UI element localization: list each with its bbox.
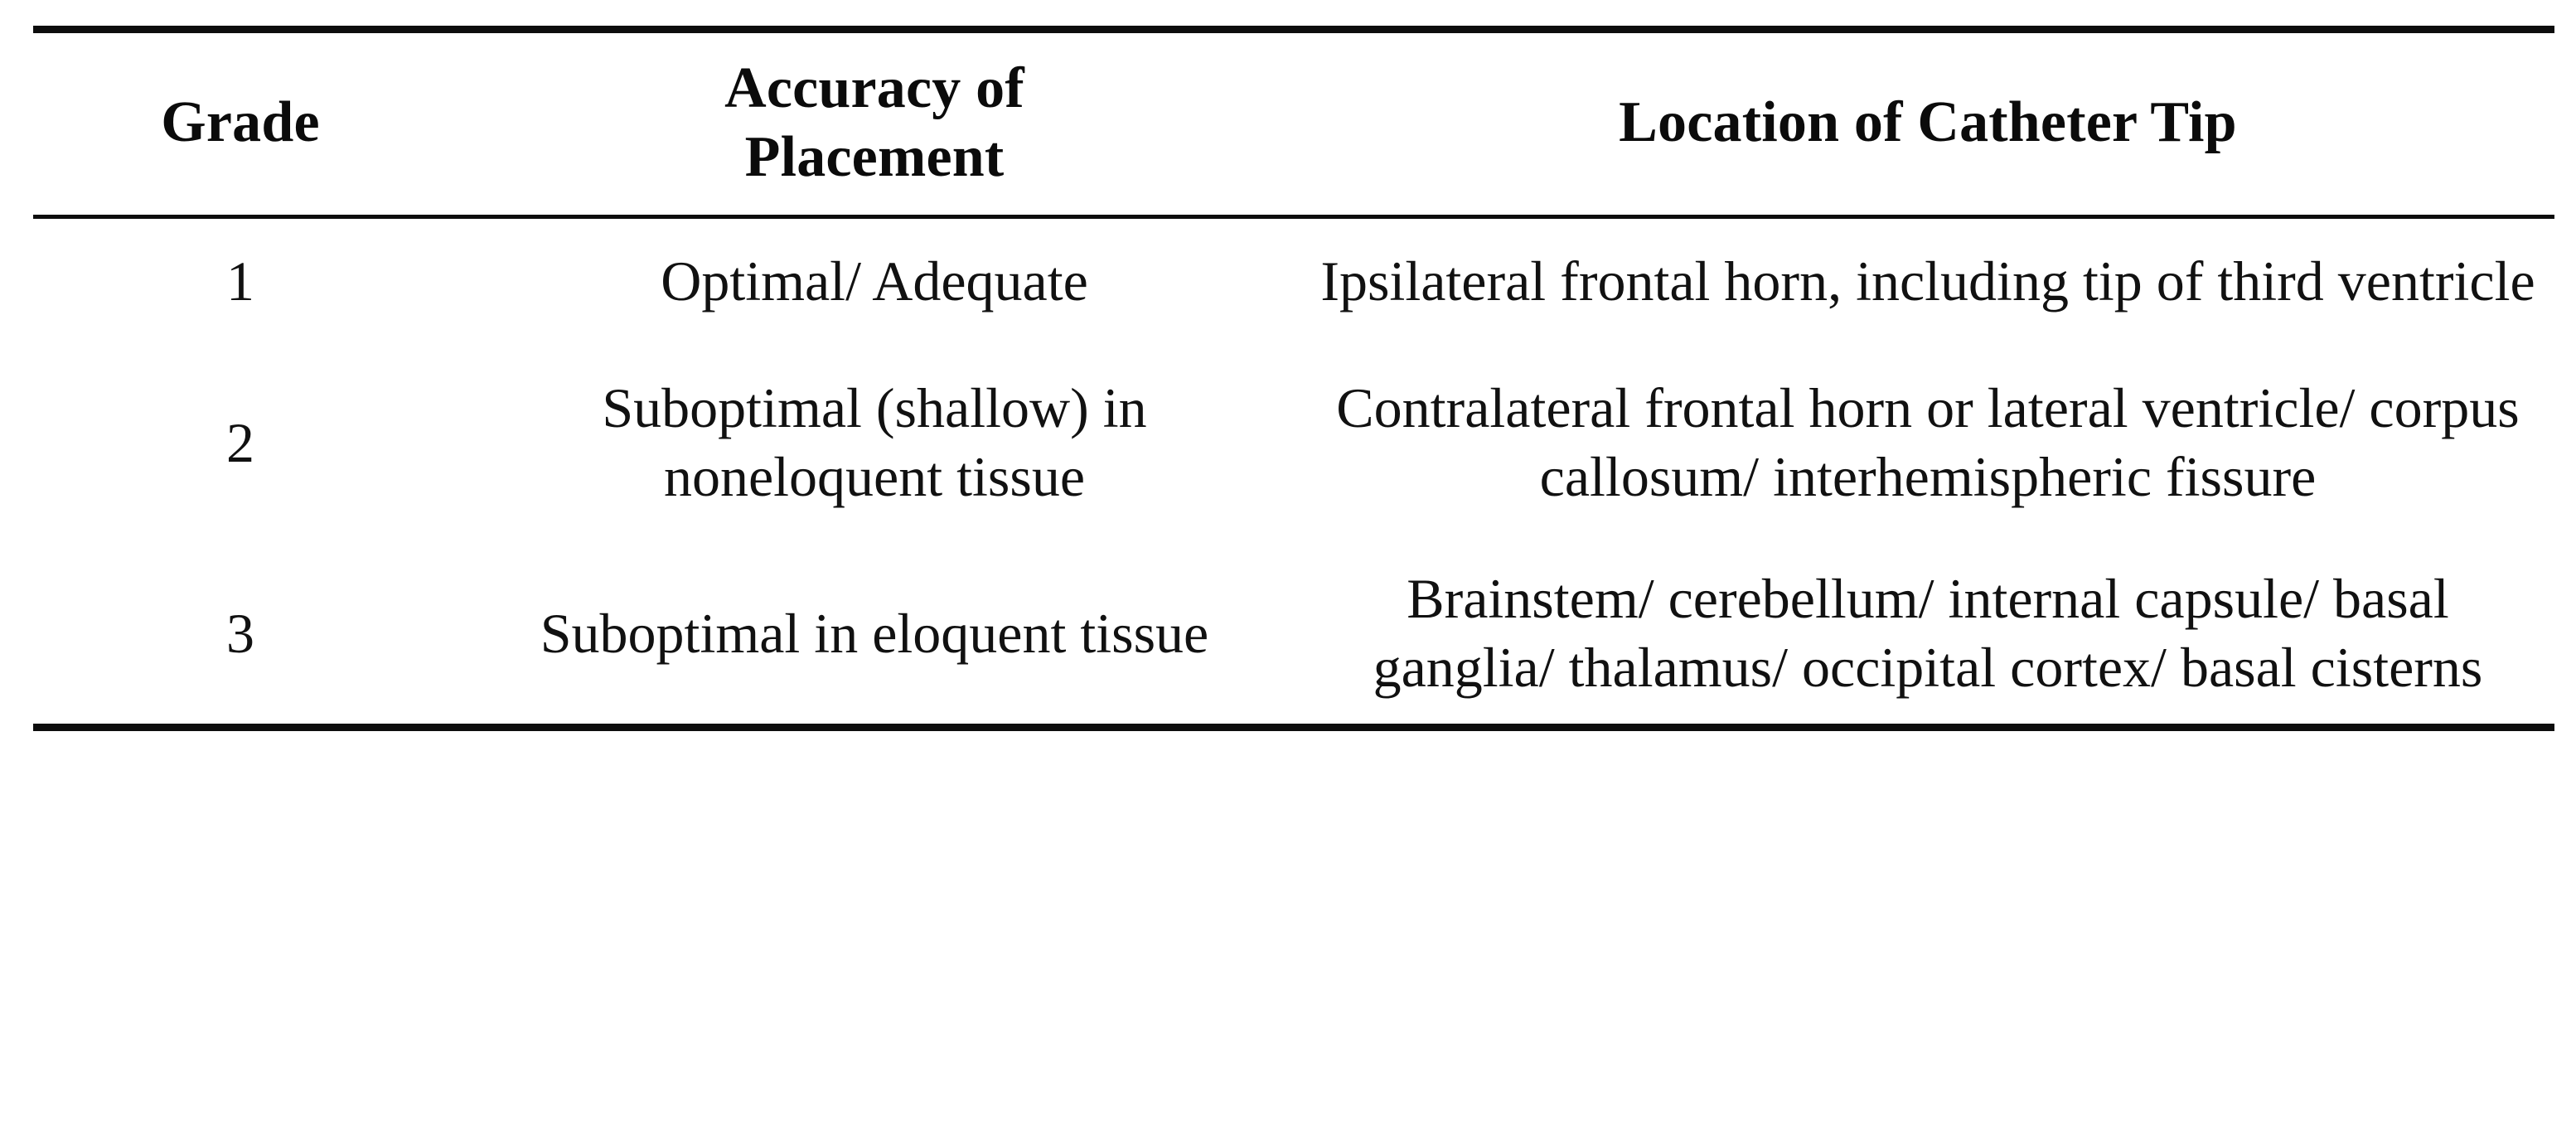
table-row: 2 Suboptimal (shallow) in noneloquent ti…	[33, 346, 2554, 540]
table-header: Grade Accuracy of Placement Location of …	[33, 25, 2554, 220]
cell-grade: 3	[33, 540, 448, 731]
column-header-grade: Grade	[33, 25, 448, 220]
accuracy-value: Suboptimal (shallow) in noneloquent tiss…	[602, 376, 1147, 509]
column-header-location-label: Location of Catheter Tip	[1619, 90, 2237, 155]
accuracy-value: Suboptimal in eloquent tissue	[540, 601, 1209, 665]
table-row: 3 Suboptimal in eloquent tissue Brainste…	[33, 540, 2554, 731]
catheter-placement-grading-table: Grade Accuracy of Placement Location of …	[33, 25, 2554, 731]
column-header-grade-label: Grade	[161, 90, 320, 155]
grade-value: 3	[226, 601, 254, 665]
cell-accuracy: Suboptimal (shallow) in noneloquent tiss…	[448, 346, 1301, 540]
cell-location: Contralateral frontal horn or lateral ve…	[1301, 346, 2554, 540]
column-header-location-of-catheter-tip: Location of Catheter Tip	[1301, 25, 2554, 220]
cell-location: Brainstem/ cerebellum/ internal capsule/…	[1301, 540, 2554, 731]
cell-accuracy: Optimal/ Adequate	[448, 217, 1301, 346]
accuracy-value: Optimal/ Adequate	[661, 250, 1088, 313]
column-header-accuracy-line-2: Placement	[744, 124, 1005, 189]
header-row: Grade Accuracy of Placement Location of …	[33, 25, 2554, 220]
column-header-accuracy-line-1: Accuracy of	[724, 56, 1024, 120]
location-value: Contralateral frontal horn or lateral ve…	[1336, 376, 2520, 509]
table-body: 1 Optimal/ Adequate Ipsilateral frontal …	[33, 217, 2554, 731]
location-value: Brainstem/ cerebellum/ internal capsule/…	[1373, 567, 2483, 699]
cell-grade: 1	[33, 217, 448, 346]
column-header-accuracy-of-placement: Accuracy of Placement	[448, 25, 1301, 220]
grade-value: 2	[226, 410, 254, 474]
location-value: Ipsilateral frontal horn, including tip …	[1320, 250, 2535, 313]
cell-location: Ipsilateral frontal horn, including tip …	[1301, 217, 2554, 346]
grade-value: 1	[226, 250, 254, 313]
table-row: 1 Optimal/ Adequate Ipsilateral frontal …	[33, 217, 2554, 346]
cell-accuracy: Suboptimal in eloquent tissue	[448, 540, 1301, 731]
cell-grade: 2	[33, 346, 448, 540]
